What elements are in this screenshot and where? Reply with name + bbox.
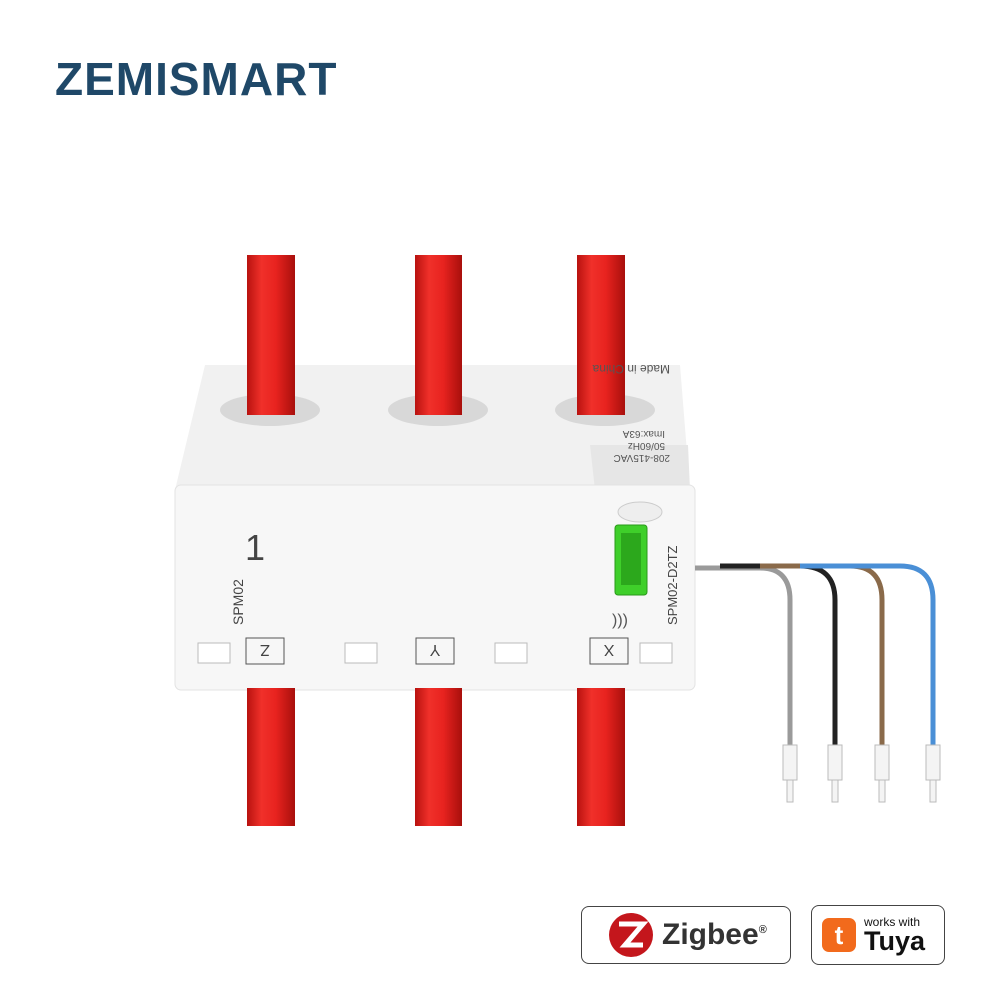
rating-voltage: 208-415VAC (613, 452, 670, 463)
wire-black (720, 563, 838, 745)
device-top-step (590, 445, 690, 490)
ferrule-pin (786, 779, 794, 803)
terminal-slot (344, 642, 378, 664)
tuya-label: Tuya (864, 925, 926, 956)
wire-brown (760, 563, 885, 745)
connector-latch (617, 501, 663, 523)
ferrule (827, 744, 843, 781)
ferrule (782, 744, 798, 781)
tuya-text: works with Tuya (864, 916, 925, 955)
number-label: 1 (245, 527, 265, 568)
terminal-slot (197, 642, 231, 664)
cable-z (247, 255, 295, 415)
phase-label-z: Z (260, 641, 270, 658)
rating-frequency: 50/60Hz (628, 440, 665, 451)
cable-x-bottom (577, 688, 625, 826)
phase-label-box (589, 637, 629, 665)
origin-text: Made in China (592, 362, 670, 376)
cable-z-bottom (247, 688, 295, 826)
zigbee-name: Zigbee (662, 918, 759, 951)
model-label: SPM02 (230, 579, 246, 625)
ferrule-pin (831, 779, 839, 803)
phase-labels: Z Y X (260, 641, 614, 658)
ferrule-pin (878, 779, 886, 803)
device-top-face (175, 365, 690, 490)
phase-label-boxes (245, 637, 629, 665)
terminal-slots (197, 642, 673, 664)
signal-wires (695, 563, 936, 745)
wireless-icon: ))) (612, 612, 628, 629)
rating-text: 208-415VAC 50/60Hz Imax:63A Made in Chin… (592, 362, 670, 463)
registered-mark: ® (758, 924, 767, 936)
tuya-works-with: works with (864, 914, 921, 929)
phase-label-box (415, 637, 455, 665)
red-cables (247, 255, 625, 826)
ferrule-pin (929, 779, 937, 803)
phase-label-x: X (603, 641, 614, 658)
zigbee-logo-icon (609, 913, 653, 957)
wire-connector-inner (621, 533, 641, 585)
cable-y-bottom (415, 688, 462, 826)
wire-ferrules (782, 744, 941, 803)
ferrule (925, 744, 941, 781)
phase-label-y: Y (429, 641, 440, 658)
brand-logo: ZEMISMART (55, 53, 338, 105)
rating-current: Imax:63A (622, 428, 665, 439)
zigbee-badge: Zigbee® (581, 906, 791, 964)
terminal-slot (639, 642, 673, 664)
cable-x (577, 255, 625, 415)
wire-gray (695, 565, 793, 745)
terminal-slot (494, 642, 528, 664)
wire-blue (800, 563, 936, 745)
zigbee-label: Zigbee® (662, 918, 767, 952)
phase-label-box (245, 637, 285, 665)
tuya-logo-icon: t (822, 918, 856, 952)
tuya-badge: t works with Tuya (811, 905, 945, 965)
ferrule (874, 744, 890, 781)
side-model-label: SPM02-D2TZ (665, 545, 680, 625)
cable-y (415, 255, 462, 415)
